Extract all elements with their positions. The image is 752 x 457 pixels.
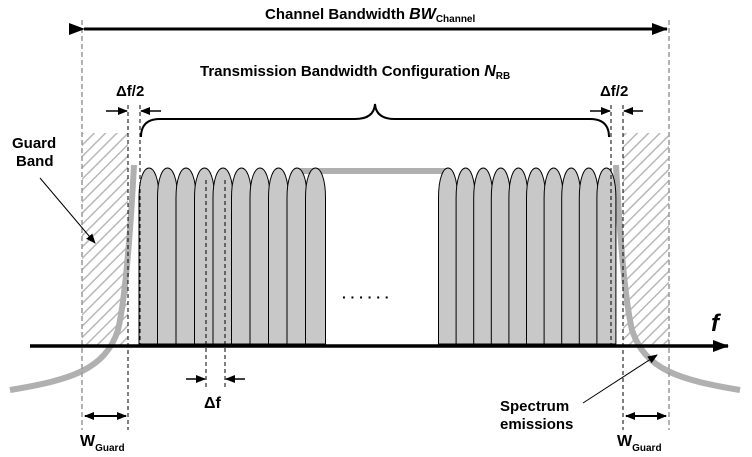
w-guard-left-label: WGuard [80,433,125,454]
subcarrier [561,167,582,345]
spectrum-emissions-label: Spectrum emissions [500,398,573,433]
subcarrier [473,167,494,345]
subcarrier [175,167,197,345]
subcarrier [231,167,252,345]
delta-f-label: Δf [204,395,222,412]
subcarrier [543,167,564,345]
transmission-bandwidth-label: Transmission Bandwidth Configuration NRB [200,63,510,82]
subcarrier [286,167,308,345]
subcarrier [249,167,271,345]
delta-f-half-right-label: Δf/2 [600,83,628,100]
frequency-axis-label: f [711,310,721,337]
emission-curve-right [613,164,741,393]
transmission-bandwidth-brace [140,103,610,138]
guard-band-label: Guard Band [12,135,60,170]
subcarrier [305,167,326,345]
subcarrier [138,167,160,345]
ellipsis: · · · · · · [342,289,389,305]
subcarrier [596,167,617,345]
subcarrier [526,167,546,345]
subcarrier [268,167,289,345]
subcarrier [508,167,529,345]
subcarrier [455,167,476,345]
subcarrier [490,167,511,345]
w-guard-right-label: WGuard [617,433,662,454]
spectrum-emissions-pointer [582,354,658,404]
subcarrier [212,167,234,345]
subcarrier [157,167,178,345]
emission-curve-left [9,164,137,393]
subcarrier [578,167,599,345]
subcarrier [194,167,215,345]
subcarrier-group [138,167,617,345]
subcarrier [438,167,458,345]
delta-f-half-left-label: Δf/2 [116,83,144,100]
channel-bandwidth-label: Channel Bandwidth BWChannel [265,6,475,25]
guard-band-pointer [39,177,96,244]
